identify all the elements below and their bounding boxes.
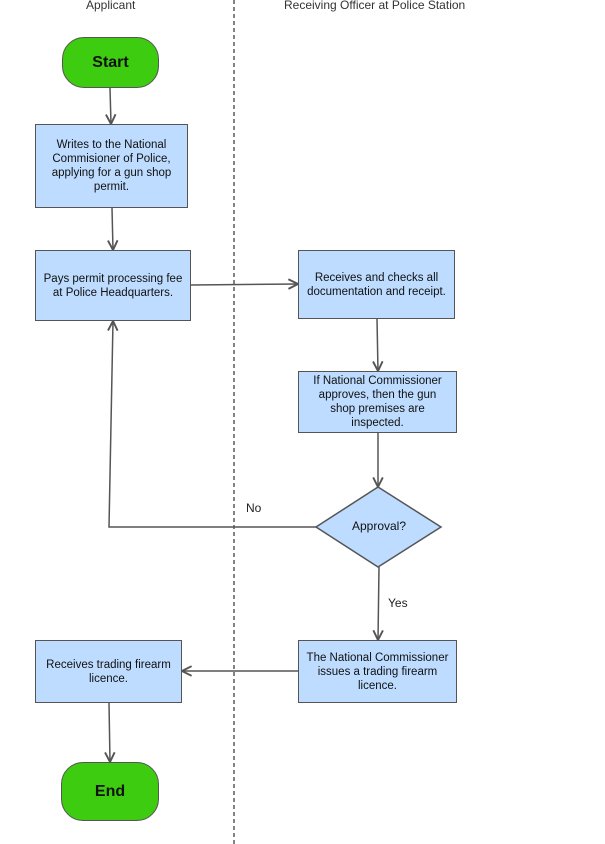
edge-pay-receive xyxy=(190,284,298,285)
start-terminal: Start xyxy=(62,37,159,88)
pay-fee-step: Pays permit processing fee at Police Hea… xyxy=(35,250,191,321)
edge-licence-end xyxy=(109,702,110,762)
receive-check-step: Receives and checks all documentation an… xyxy=(298,250,455,319)
edge-start-write xyxy=(110,87,111,124)
edge-approval-no xyxy=(109,321,316,528)
inspection-step: If National Commissioner approves, then … xyxy=(298,371,457,433)
lane-title-receiving-officer: Receiving Officer at Police Station xyxy=(284,0,466,12)
edge-approval-yes xyxy=(378,566,379,640)
edge-label-no: No xyxy=(246,501,262,515)
issue-licence-step: The National Commissioner issues a tradi… xyxy=(298,640,457,703)
edge-write-pay xyxy=(112,207,113,250)
edge-receive-inspect xyxy=(377,318,378,371)
edge-label-yes: Yes xyxy=(388,596,408,610)
lane-title-applicant: Applicant xyxy=(86,0,136,12)
approval-diamond xyxy=(314,486,443,568)
approval-decision-label: Approval? xyxy=(351,519,407,533)
receive-licence-step: Receives trading firearm licence. xyxy=(35,640,182,703)
write-application-step: Writes to the National Commisioner of Po… xyxy=(35,124,188,208)
end-terminal: End xyxy=(61,762,159,821)
